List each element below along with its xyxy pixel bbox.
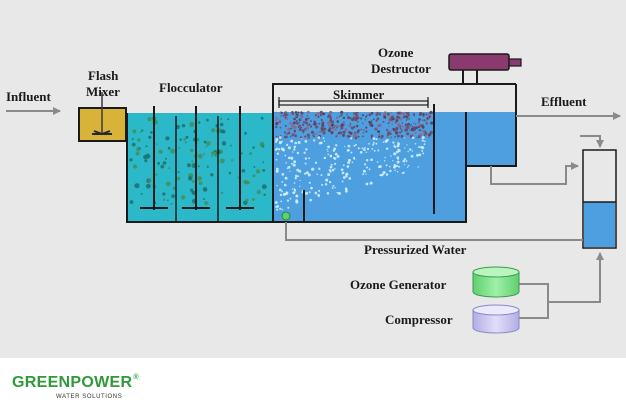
brand-name-text: GREENPOWER bbox=[12, 374, 133, 391]
micro-bubbles bbox=[274, 136, 426, 211]
brand-tagline: WATER SOLUTIONS bbox=[56, 394, 123, 400]
tank-cover bbox=[272, 83, 516, 222]
skimmer-bar bbox=[278, 100, 429, 106]
compressor-feed-line bbox=[518, 302, 549, 319]
ozone-generator-label: Ozone Generator bbox=[350, 277, 447, 292]
brand-logo: GREENPOWER® bbox=[12, 374, 139, 392]
ozone-destructor-stub bbox=[508, 58, 522, 67]
flocculator-tank bbox=[127, 113, 273, 221]
compressor-top bbox=[472, 304, 520, 316]
flash-mixer-label-line1: Flash bbox=[88, 68, 119, 83]
flocculator-paddles bbox=[140, 106, 254, 221]
release-nozzle bbox=[281, 211, 291, 221]
flotation-tank-water bbox=[273, 112, 466, 222]
ozone-destructor-label-line2: Destructor bbox=[371, 61, 431, 76]
flash-mixer-impeller-icon bbox=[92, 130, 112, 136]
ozone-destructor-unit bbox=[448, 53, 510, 71]
ozone-generator-cylinder-icon bbox=[472, 271, 520, 298]
saturation-column-water bbox=[584, 202, 615, 247]
tank-outline bbox=[126, 112, 467, 223]
compressor-label: Compressor bbox=[385, 312, 453, 327]
effluent-chamber-wall bbox=[466, 84, 517, 167]
brand-registered-mark: ® bbox=[133, 374, 139, 381]
pressurized-water-label: Pressurized Water bbox=[364, 242, 467, 257]
effluent-chamber bbox=[466, 112, 516, 166]
skimmer-label: Skimmer bbox=[333, 87, 385, 102]
compressor-cylinder-icon bbox=[472, 309, 520, 334]
flash-mixer-label-line2: Mixer bbox=[86, 84, 120, 99]
floated-sludge-layer bbox=[275, 110, 434, 140]
ozone-generator-top bbox=[472, 266, 520, 278]
effluent-to-column-line bbox=[580, 135, 604, 148]
flocculator-label: Flocculator bbox=[159, 80, 223, 95]
recycle-line bbox=[490, 162, 579, 185]
influent-label: Influent bbox=[6, 89, 51, 104]
ozone-destructor-label-line1: Ozone bbox=[378, 45, 414, 60]
dissolved-ozone-flotation-diagram: Influent Flash Mixer Flocculator Skimmer… bbox=[0, 0, 626, 358]
effluent-label: Effluent bbox=[541, 94, 587, 109]
brand-footer: GREENPOWER® WATER SOLUTIONS bbox=[0, 358, 626, 418]
pressurized-water-line bbox=[285, 222, 583, 241]
